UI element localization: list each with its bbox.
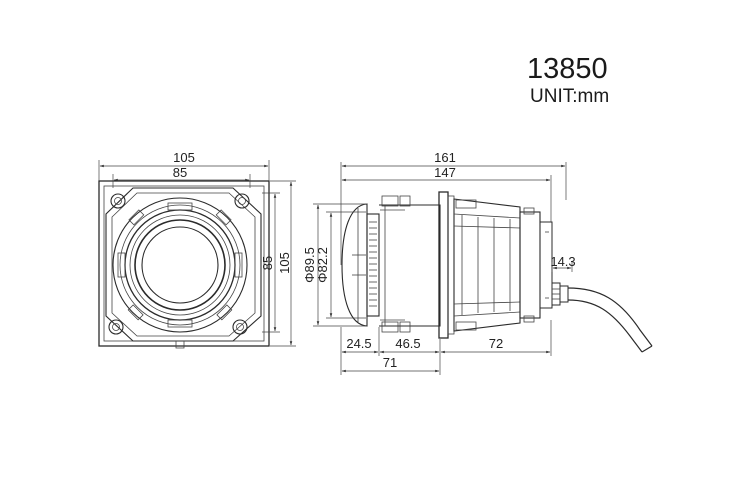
side-cable <box>567 287 653 347</box>
dim-front-height-outer-label: 105 <box>277 252 292 274</box>
unit-label: UNIT:mm <box>530 86 610 107</box>
front-bezel-inner <box>111 192 256 337</box>
dim-side-diameter-inner-label: Φ82.2 <box>315 247 330 283</box>
side-front-ring <box>366 213 380 317</box>
dim-side-lens-depth-label: 24.5 <box>346 336 371 351</box>
dim-side-rear-length-label: 72 <box>489 336 503 351</box>
dim-front-width-inner-label: 85 <box>173 165 187 180</box>
front-ring-2 <box>119 204 241 326</box>
front-screw-bl <box>108 319 124 335</box>
dim-side-diameter-outer-label: Φ89.5 <box>302 247 317 283</box>
front-bezel <box>105 187 262 342</box>
front-ring-1 <box>112 197 248 333</box>
side-lens <box>341 203 368 327</box>
front-view: 105 85 85 105 <box>98 150 296 349</box>
model-number: 13850 <box>527 53 608 85</box>
side-heatsink <box>453 198 521 332</box>
front-lens <box>141 226 219 304</box>
dim-side-connector-offset-label: 14.3 <box>550 254 575 269</box>
dim-front-height-inner-label: 85 <box>260 256 275 270</box>
dim-side-length-body-label: 147 <box>434 165 456 180</box>
dim-front-width-outer-label: 105 <box>173 150 195 165</box>
front-screw-tr <box>234 193 250 209</box>
side-cable-gland <box>551 282 569 306</box>
front-lens-outer <box>134 219 226 311</box>
front-ring-4 <box>129 214 231 316</box>
dim-side-flange-depth-label: 46.5 <box>395 336 420 351</box>
side-rear-block <box>519 211 541 319</box>
front-screw-tl <box>110 193 126 209</box>
dim-side-front-length-label: 71 <box>383 355 397 370</box>
side-view: 161 147 Φ89.5 Φ82.2 14.3 24.5 46.5 72 71 <box>302 150 653 375</box>
dim-side-length-total-label: 161 <box>434 150 456 165</box>
front-screw-br <box>232 319 248 335</box>
